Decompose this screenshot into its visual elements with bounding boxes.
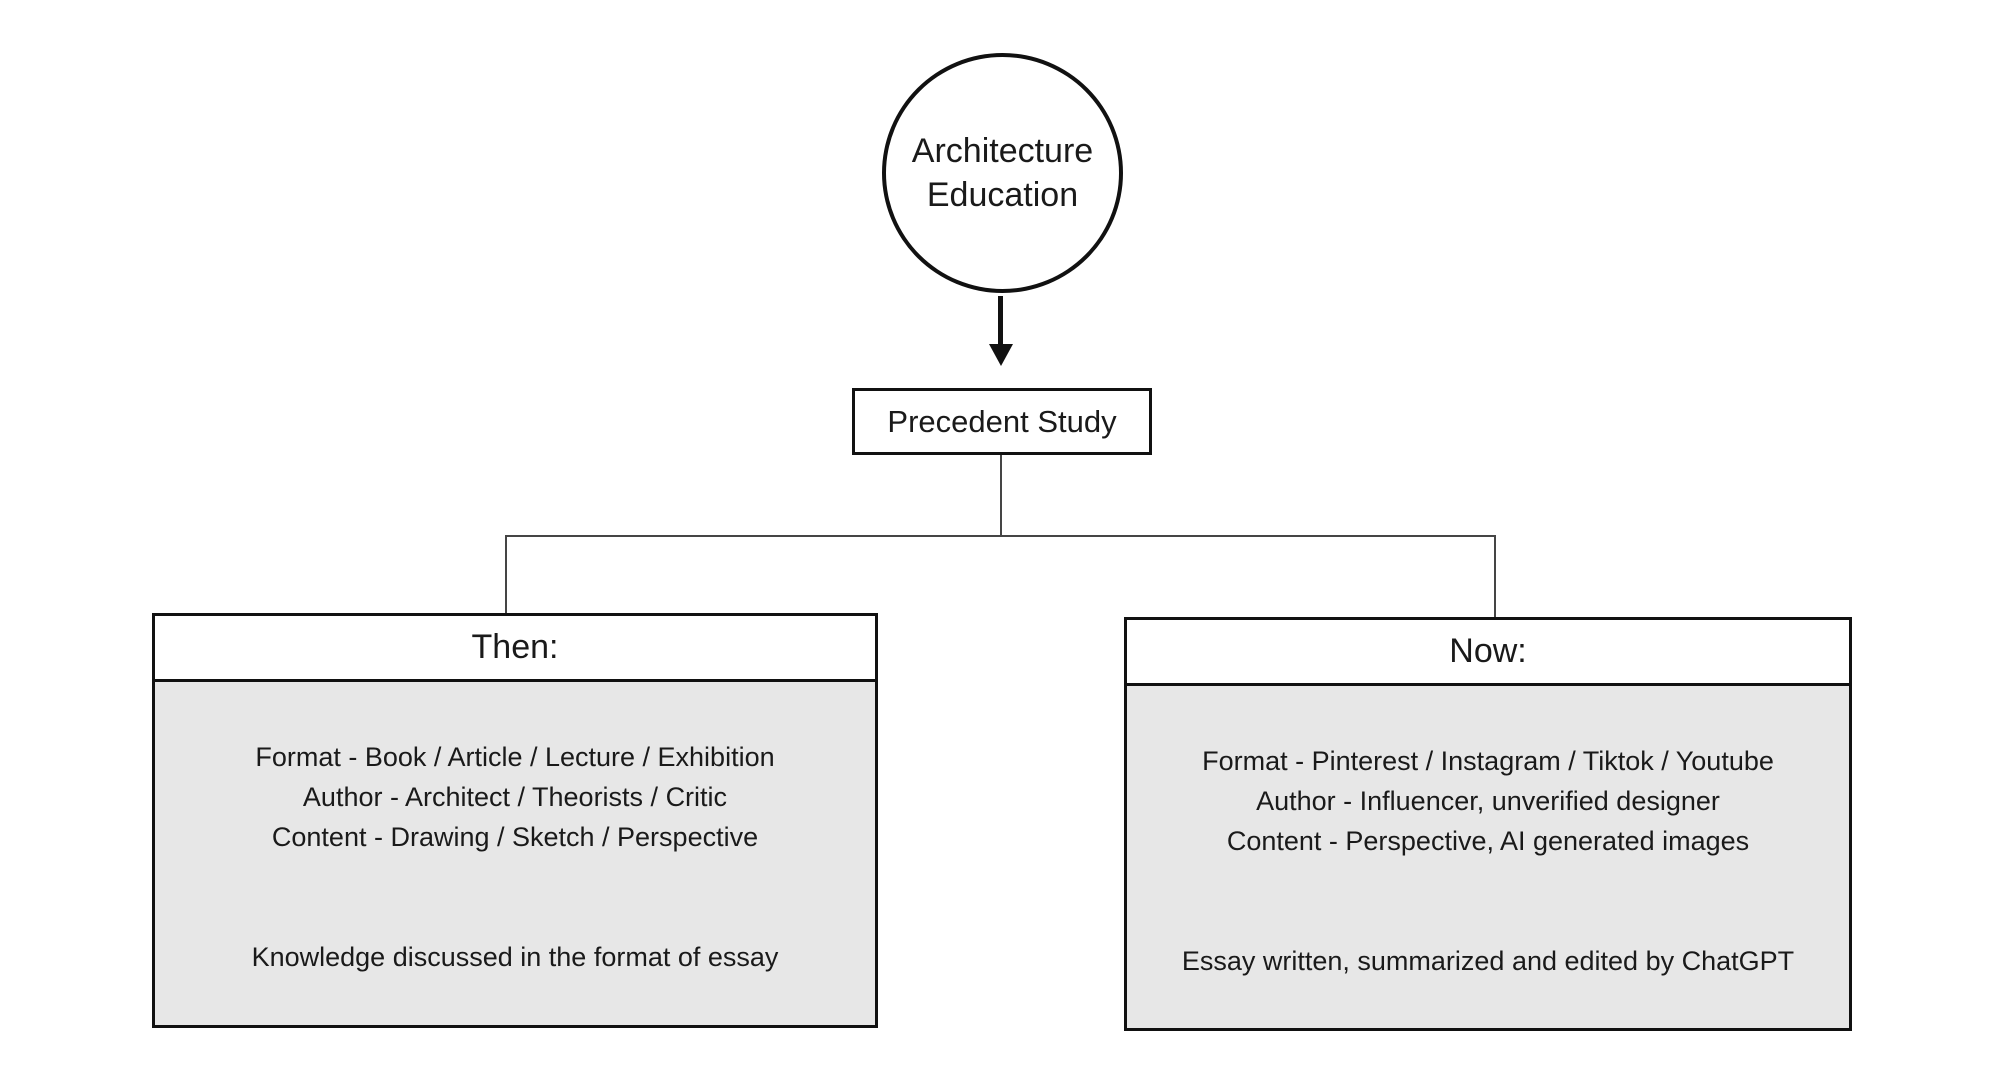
now-box-header: Now: — [1127, 620, 1849, 686]
then-line-format: Format - Book / Article / Lecture / Exhi… — [255, 742, 775, 772]
now-box-footer: Essay written, summarized and edited by … — [1181, 946, 1795, 976]
then-box-title: Then: — [471, 628, 559, 666]
precedent-study-label: Precedent Study — [887, 403, 1117, 439]
root-node-label-line2: Education — [926, 176, 1079, 214]
now-box: Now: Format - Pinterest / Instagram / Ti… — [1124, 617, 1852, 1031]
then-box: Then: Format - Book / Article / Lecture … — [152, 613, 878, 1028]
then-line-content: Content - Drawing / Sketch / Perspective — [271, 822, 759, 852]
then-box-body: Format - Book / Article / Lecture / Exhi… — [155, 682, 875, 977]
now-line-format: Format - Pinterest / Instagram / Tiktok … — [1202, 746, 1774, 776]
now-line-content: Content - Perspective, AI generated imag… — [1226, 826, 1750, 856]
root-node-label-line1: Architecture — [911, 132, 1094, 170]
then-box-header: Then: — [155, 616, 875, 682]
connector-stem — [1000, 455, 1002, 537]
connector-horizontal — [505, 535, 1496, 537]
down-arrow-shaft — [998, 296, 1003, 345]
root-node-architecture-education: Architecture Education — [882, 53, 1123, 293]
then-box-footer: Knowledge discussed in the format of ess… — [251, 942, 779, 972]
now-box-title: Now: — [1449, 632, 1527, 670]
now-box-body: Format - Pinterest / Instagram / Tiktok … — [1127, 686, 1849, 981]
connector-right-drop — [1494, 535, 1496, 619]
now-line-author: Author - Influencer, unverified designer — [1256, 786, 1720, 816]
down-arrow-icon — [989, 344, 1013, 366]
then-line-author: Author - Architect / Theorists / Critic — [302, 782, 728, 812]
connector-left-drop — [505, 535, 507, 615]
precedent-study-node: Precedent Study — [852, 388, 1152, 455]
